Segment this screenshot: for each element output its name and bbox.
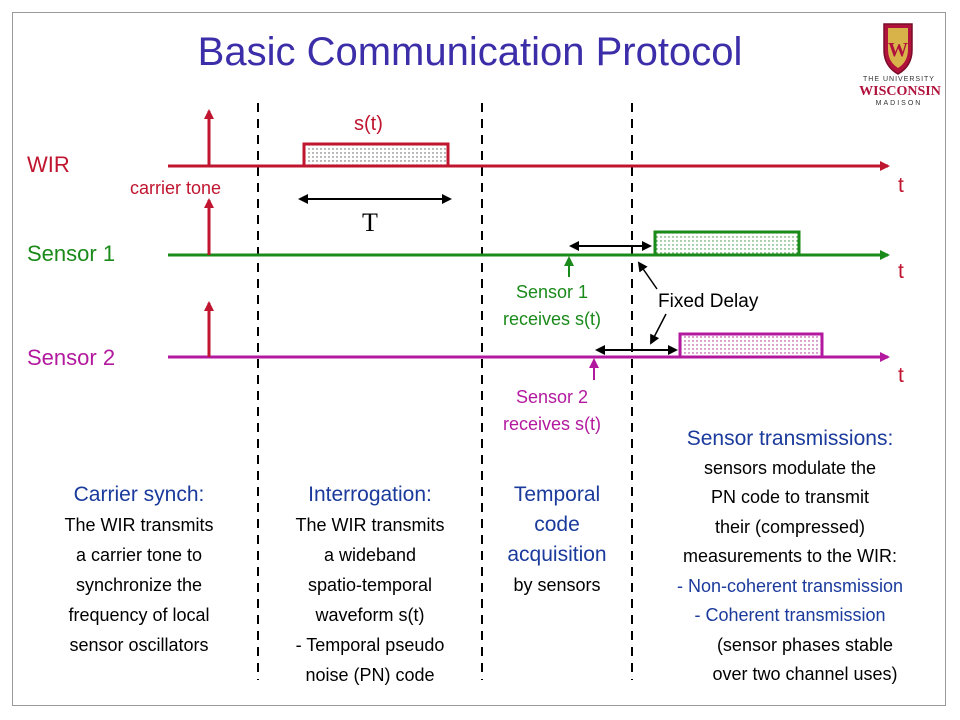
sensor2-receives-note: Sensor 2 receives s(t) bbox=[482, 385, 622, 436]
sensor2-receives-line-2: receives s(t) bbox=[502, 414, 601, 434]
carrier-synch-line-5: sensor oscillators bbox=[69, 635, 209, 655]
coherent-transmission-item: - Coherent transmission bbox=[694, 605, 886, 625]
sensor-transmissions-tail-2: over two channel uses) bbox=[712, 664, 898, 684]
sensor1-receives-line-2: receives s(t) bbox=[502, 309, 601, 329]
carrier-synch-line-1: The WIR transmits bbox=[64, 515, 214, 535]
interrogation-line-5: - Temporal pseudo bbox=[295, 635, 445, 655]
carrier-synch-line-3: synchronize the bbox=[75, 575, 203, 595]
lane-label-wir: WIR bbox=[27, 152, 70, 177]
lane-label-sensor1: Sensor 1 bbox=[27, 241, 116, 266]
duration-label: T bbox=[362, 208, 378, 237]
university-logo: W THE UNIVERSITY WISCONSIN MADISON bbox=[848, 18, 948, 108]
temporal-heading-line-3: acquisition bbox=[507, 543, 607, 566]
carrier-synch-line-4: frequency of local bbox=[68, 605, 210, 625]
time-label-sensor1: t bbox=[898, 260, 904, 283]
logo-line-1: THE UNIVERSITY bbox=[863, 76, 935, 83]
fixed-delay-label: Fixed Delay bbox=[658, 291, 759, 312]
sensor-transmissions-line-2: PN code to transmit bbox=[710, 487, 870, 507]
sensor2-transmit-pulse bbox=[678, 332, 824, 359]
crest-icon: W bbox=[883, 23, 913, 75]
lane-label-sensor2: Sensor 2 bbox=[27, 345, 116, 370]
fixed-delay-pointer-1 bbox=[637, 261, 658, 290]
sensor1-receives-line-1: Sensor 1 bbox=[515, 282, 589, 302]
carrier-synch-heading: Carrier synch: bbox=[73, 483, 205, 506]
fixed-delay-pointer-2 bbox=[650, 313, 667, 345]
crest-letter: W bbox=[888, 39, 908, 61]
sensor1-transmit-pulse bbox=[653, 230, 801, 257]
interrogation-description: Interrogation: The WIR transmits a wideb… bbox=[258, 480, 482, 690]
temporal-heading-line-2: code bbox=[534, 513, 580, 536]
temporal-heading-line-1: Temporal bbox=[513, 483, 601, 506]
signal-label: s(t) bbox=[354, 113, 383, 135]
logo-line-2: WISCONSIN bbox=[859, 84, 941, 99]
interrogation-line-4: waveform s(t) bbox=[315, 605, 425, 625]
slide-frame bbox=[12, 12, 946, 706]
sensor2-receives-line-1: Sensor 2 bbox=[515, 387, 589, 407]
non-coherent-transmission-item: - Non-coherent transmission bbox=[676, 575, 904, 596]
carrier-tone-label: carrier tone bbox=[130, 178, 222, 198]
sensor-transmissions-line-3: their (compressed) bbox=[714, 516, 866, 537]
sensor-transmissions-tail-1: (sensor phases stable bbox=[716, 634, 894, 655]
sensor-transmissions-line-4: measurements to the WIR: bbox=[682, 546, 898, 566]
carrier-synch-line-2: a carrier tone to bbox=[75, 545, 203, 565]
time-label-wir: t bbox=[898, 174, 904, 197]
interrogation-line-1: The WIR transmits bbox=[295, 515, 445, 535]
wir-signal-pulse bbox=[302, 142, 450, 168]
temporal-acquisition-description: Temporal code acquisition by sensors bbox=[482, 480, 632, 600]
interrogation-line-3: spatio-temporal bbox=[307, 575, 433, 595]
time-label-sensor2: t bbox=[898, 364, 904, 387]
interrogation-line-6: noise (PN) code bbox=[305, 665, 435, 685]
slide-title: Basic Communication Protocol bbox=[197, 30, 743, 74]
sensor-transmissions-description: Sensor transmissions: sensors modulate t… bbox=[636, 424, 944, 690]
logo-line-3: MADISON bbox=[875, 100, 923, 107]
interrogation-heading: Interrogation: bbox=[308, 483, 432, 506]
temporal-line-1: by sensors bbox=[513, 575, 601, 595]
sensor-transmissions-heading: Sensor transmissions: bbox=[686, 427, 894, 450]
sensor-transmissions-line-1: sensors modulate the bbox=[703, 457, 877, 478]
interrogation-line-2: a wideband bbox=[323, 545, 417, 565]
sensor1-receives-note: Sensor 1 receives s(t) bbox=[482, 280, 622, 331]
carrier-synch-description: Carrier synch: The WIR transmits a carri… bbox=[22, 480, 256, 660]
